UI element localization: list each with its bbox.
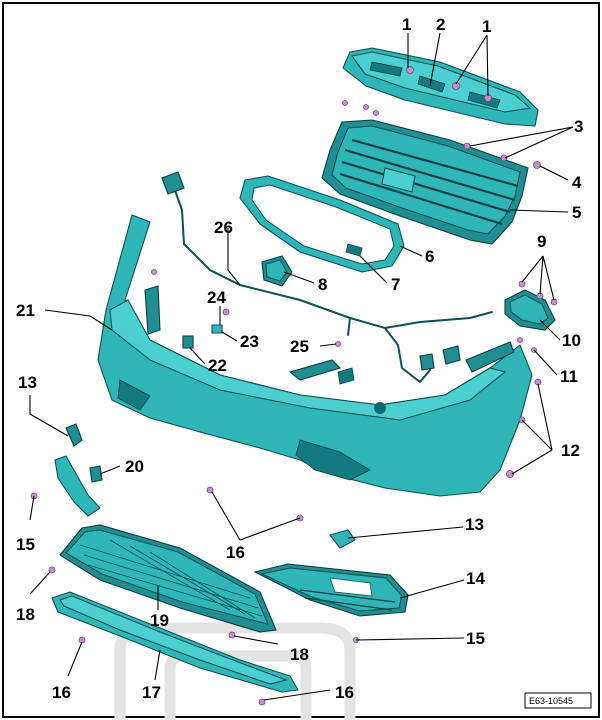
callout-25: 25 [290,337,309,356]
leader-lines [29,32,574,701]
callout-18: 18 [290,645,309,664]
callout-19: 19 [150,611,169,630]
lower-spoiler [51,591,299,693]
callout-6: 6 [425,247,434,266]
watermark [114,622,356,720]
callout-11: 11 [560,367,578,386]
trim-frame [239,175,405,273]
callout-4: 4 [572,173,582,192]
callout-5: 5 [572,203,581,222]
callout-13: 13 [18,373,37,392]
callouts: 1 2 1 3 4 5 6 7 8 9 10 11 12 13 13 14 15… [16,15,583,702]
wiring-harness [161,171,493,384]
callout-18: 18 [16,605,35,624]
callout-15: 15 [16,535,35,554]
callout-21: 21 [16,301,35,320]
callout-12: 12 [561,441,580,460]
callout-1: 1 [402,15,411,34]
sensor-bracket [261,255,293,287]
callout-14: 14 [466,569,485,588]
reference-code: E63-10545 [529,696,573,706]
callout-23: 23 [240,332,259,351]
callout-8: 8 [318,275,327,294]
callout-15: 15 [466,629,485,648]
callout-24: 24 [207,288,226,307]
left-side-trim [54,423,103,517]
fog-light-grille [253,563,409,617]
lower-grille [59,524,277,633]
callout-7: 7 [391,275,400,294]
callout-16: 16 [226,543,245,562]
callout-22: 22 [208,356,227,375]
callout-16: 16 [52,683,71,702]
reference-code-box: E63-10545 [524,692,592,709]
callout-17: 17 [142,683,161,702]
callout-20: 20 [125,457,144,476]
bumper-cover [97,214,533,497]
callout-9: 9 [537,232,546,251]
callout-3: 3 [574,117,583,136]
callout-26: 26 [214,218,233,237]
retaining-clips-group [342,100,379,116]
callout-10: 10 [562,331,581,350]
small-fittings [182,308,341,349]
callout-16: 16 [335,683,354,702]
radiator-grille [321,119,541,245]
right-reflector-bracket [329,529,356,549]
upper-air-guide [342,47,539,127]
scattered-clips [30,269,542,706]
callout-1: 1 [482,17,491,36]
callout-13: 13 [465,515,484,534]
callout-2: 2 [436,15,445,34]
